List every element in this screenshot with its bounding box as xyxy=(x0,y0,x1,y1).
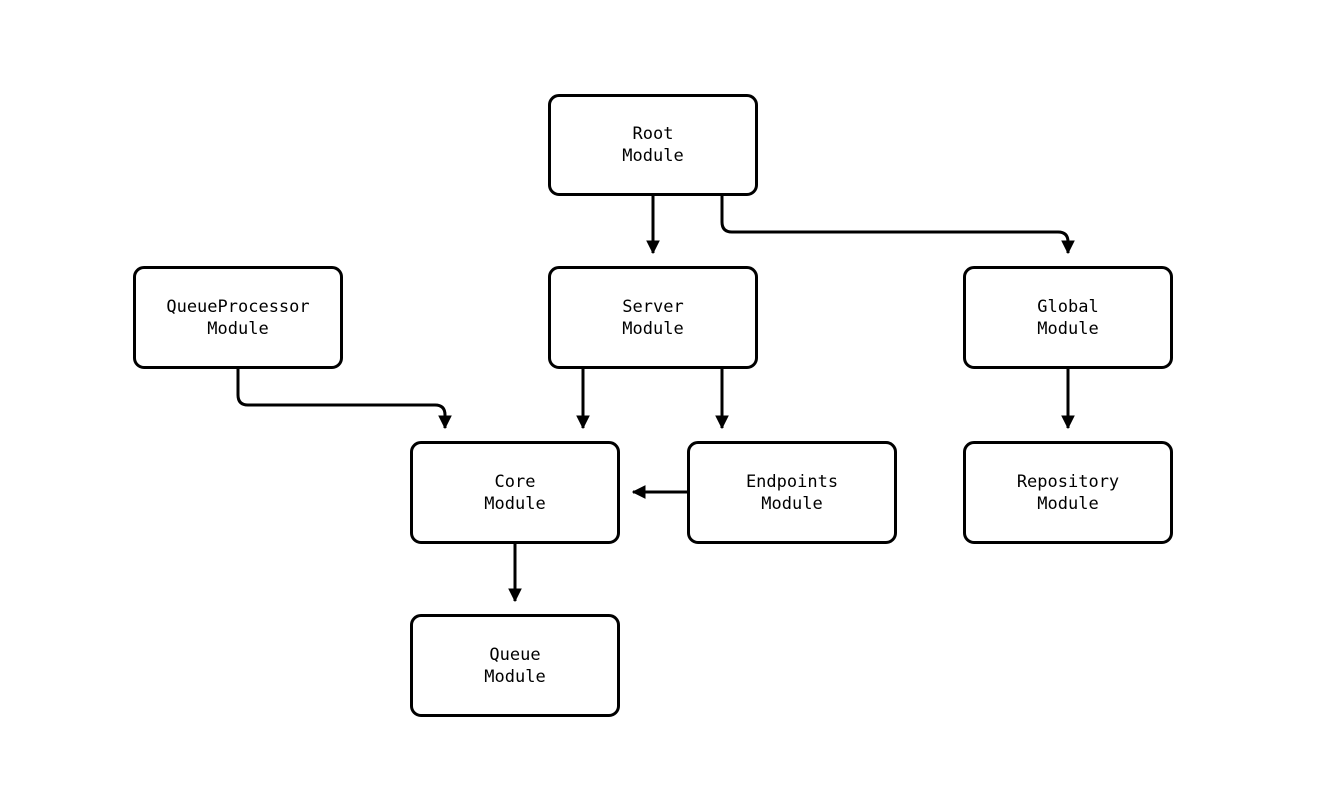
node-queueprocessor-module[interactable]: QueueProcessor Module xyxy=(133,266,343,369)
node-global-module[interactable]: Global Module xyxy=(963,266,1173,369)
node-root-module[interactable]: Root Module xyxy=(548,94,758,196)
node-queue-module-label-line2: Module xyxy=(484,666,546,687)
node-root-module-label-line2: Module xyxy=(622,146,684,166)
node-server-module[interactable]: Server Module xyxy=(548,266,758,369)
node-repository-module-label-line2: Module xyxy=(1037,493,1099,514)
node-root-module-label-line1: Root xyxy=(632,124,674,144)
node-endpoints-module-label-line1: Endpoints xyxy=(745,471,839,492)
edge-root-global xyxy=(720,196,1075,255)
node-server-module-label-line1: Server xyxy=(622,296,684,317)
node-queue-module-label-line1: Queue xyxy=(489,644,541,665)
node-endpoints-module-label-line2: Module xyxy=(761,493,823,514)
node-global-module-label-line1: Global xyxy=(1037,296,1099,317)
node-queue-module[interactable]: Queue Module xyxy=(410,614,620,717)
node-queueprocessor-module-label-line1: QueueProcessor xyxy=(166,296,310,317)
node-server-module-label-line2: Module xyxy=(622,318,684,339)
node-repository-module[interactable]: Repository Module xyxy=(963,441,1173,544)
node-queueprocessor-module-label-line2: Module xyxy=(207,318,269,339)
node-repository-module-label-line1: Repository xyxy=(1016,471,1120,492)
node-core-module[interactable]: Core Module xyxy=(410,441,620,544)
node-endpoints-module[interactable]: Endpoints Module xyxy=(687,441,897,544)
edge-queueprocessor-core xyxy=(236,369,452,430)
node-core-module-label-line1: Core xyxy=(494,471,536,492)
node-core-module-label-line2: Module xyxy=(484,493,546,514)
node-global-module-label-line2: Module xyxy=(1037,318,1099,339)
